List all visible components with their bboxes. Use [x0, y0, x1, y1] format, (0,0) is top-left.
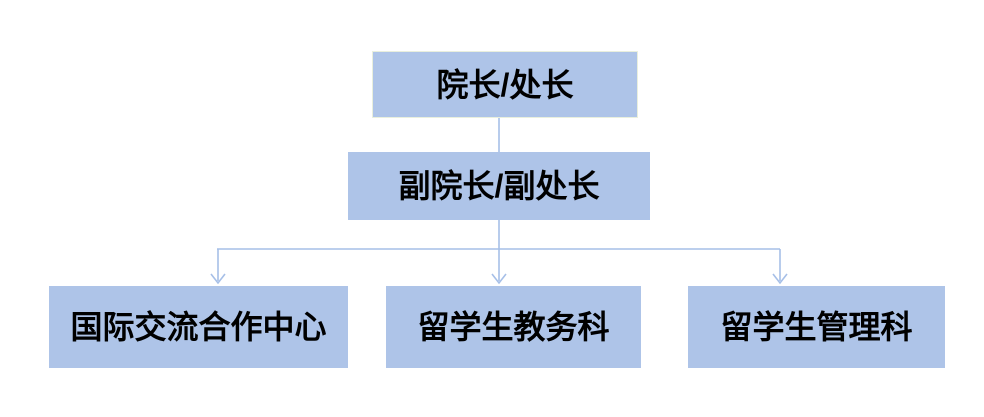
node-exchange-center-label: 国际交流合作中心	[70, 309, 327, 345]
node-academic-section-label: 留学生教务科	[417, 309, 610, 345]
node-academic-section: 留学生教务科	[386, 286, 641, 368]
node-management-section-label: 留学生管理科	[720, 309, 913, 345]
arrowhead-center-icon	[491, 273, 507, 285]
node-exchange-center: 国际交流合作中心	[49, 286, 348, 368]
arrowhead-left-icon	[210, 273, 226, 285]
node-dean: 院长/处长	[372, 51, 638, 118]
node-dean-label: 院长/处长	[436, 66, 574, 103]
node-management-section: 留学生管理科	[688, 286, 945, 368]
node-vice-dean: 副院长/副处长	[348, 152, 650, 220]
node-vice-dean-label: 副院长/副处长	[398, 168, 600, 204]
arrowhead-right-icon	[772, 273, 788, 285]
